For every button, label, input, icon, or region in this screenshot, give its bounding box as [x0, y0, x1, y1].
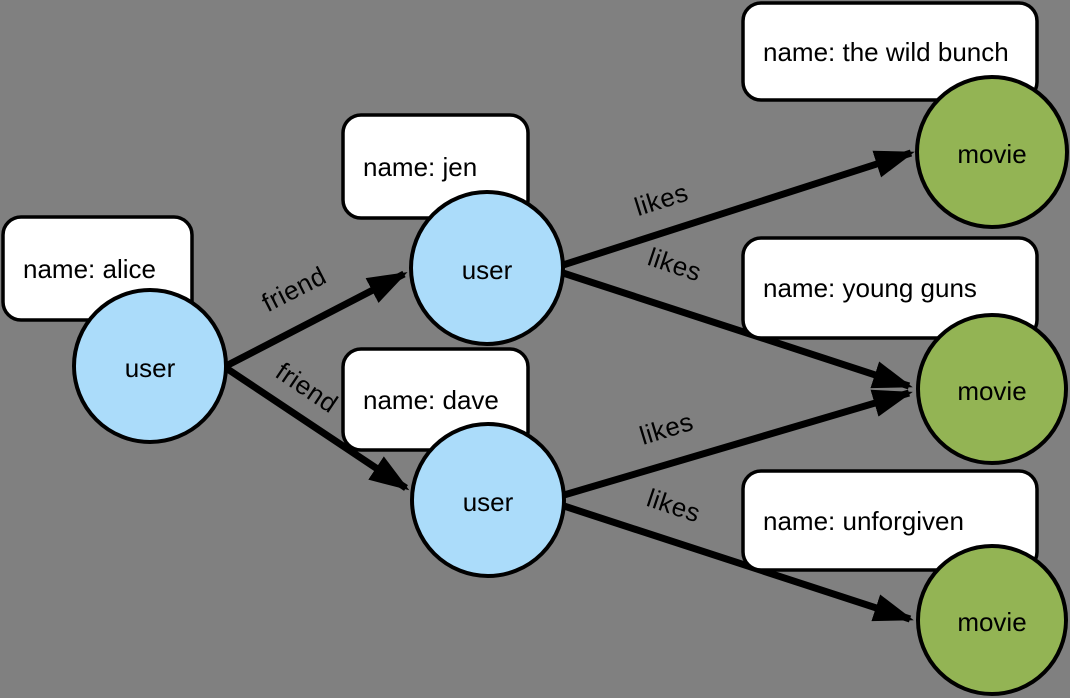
- property-text-wild-bunch: name: the wild bunch: [763, 37, 1009, 67]
- node-label-dave: user: [463, 487, 514, 517]
- node-circle-movie-wild-bunch: [915, 75, 1069, 229]
- node-label-young-guns: movie: [957, 376, 1026, 406]
- property-text-jen: name: jen: [363, 152, 477, 182]
- property-box-unforgiven: [741, 469, 1039, 572]
- node-label-unforgiven: movie: [957, 607, 1026, 637]
- edge-alice-dave-friend: [224, 365, 410, 491]
- node-label-alice: user: [125, 353, 176, 383]
- property-box-wild-bunch: [741, 1, 1039, 102]
- node-label-wild-bunch: movie: [957, 139, 1026, 169]
- property-text-dave: name: dave: [363, 385, 499, 415]
- edge-jen-wild-bunch-likes: [561, 149, 915, 269]
- edge-alice-jen-friend: [224, 270, 408, 370]
- property-text-unforgiven: name: unforgiven: [763, 506, 964, 536]
- property-box-young-guns: [741, 236, 1039, 340]
- node-circle-user-alice: [72, 288, 228, 444]
- node-circle-movie-unforgiven: [916, 544, 1068, 696]
- node-circle-user-jen: [409, 190, 565, 346]
- edge-dave-unforgiven-likes: [562, 502, 914, 623]
- property-text-young-guns: name: young guns: [763, 273, 977, 303]
- edge-dave-young-guns-likes: [563, 389, 913, 499]
- edge-jen-young-guns-likes: [561, 269, 913, 390]
- node-label-jen: user: [462, 255, 513, 285]
- node-circle-user-dave: [410, 422, 566, 578]
- property-text-alice: name: alice: [23, 254, 156, 284]
- node-circle-movie-young-guns: [916, 313, 1068, 465]
